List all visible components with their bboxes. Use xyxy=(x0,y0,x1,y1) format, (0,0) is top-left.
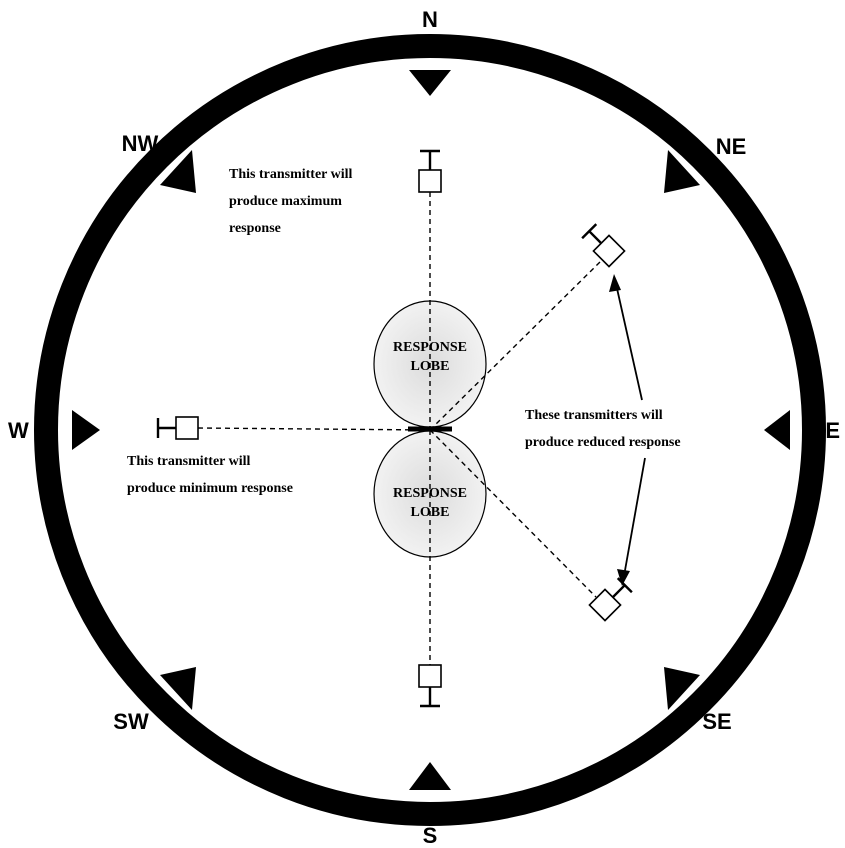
southwest-pointer xyxy=(160,667,196,710)
note-minimum-line2: produce minimum response xyxy=(127,481,293,496)
south-pointer xyxy=(409,762,451,790)
bearing-line-northeast xyxy=(429,260,602,431)
note-reduced-line1: These transmitters will xyxy=(525,408,663,423)
transmitter-north xyxy=(418,149,442,193)
bearing-line-southeast xyxy=(429,429,597,598)
label-southwest: SW xyxy=(113,709,149,734)
note-reduced-line2: produce reduced response xyxy=(525,435,681,450)
label-east: E xyxy=(825,418,840,443)
transmitter-south xyxy=(418,664,442,708)
east-pointer xyxy=(764,410,790,450)
arrowhead-southeast xyxy=(617,569,630,586)
label-north: N xyxy=(422,7,438,32)
northeast-pointer xyxy=(664,150,700,193)
north-pointer xyxy=(409,70,451,96)
label-west: W xyxy=(8,418,29,443)
note-maximum-line3: response xyxy=(229,221,281,236)
note-maximum-line1: This transmitter will xyxy=(229,167,353,182)
label-south: S xyxy=(423,823,438,848)
compass-ring xyxy=(34,34,826,826)
southeast-pointer xyxy=(664,667,700,710)
note-maximum-line2: produce maximum xyxy=(229,194,342,209)
bearing-line-west xyxy=(197,427,431,431)
label-southeast: SE xyxy=(702,709,731,734)
arrowhead-northeast xyxy=(609,274,621,292)
transmitter-northeast xyxy=(581,223,626,268)
west-pointer xyxy=(72,410,100,450)
transmitter-west xyxy=(156,416,199,440)
label-northwest: NW xyxy=(122,131,159,156)
label-northeast: NE xyxy=(716,134,747,159)
transmitter-southeast xyxy=(588,577,633,622)
arrow-to-southeast-transmitter xyxy=(623,457,646,577)
northwest-pointer xyxy=(160,150,196,193)
note-minimum-line1: This transmitter will xyxy=(127,454,251,469)
arrow-to-northeast-transmitter xyxy=(615,283,643,401)
